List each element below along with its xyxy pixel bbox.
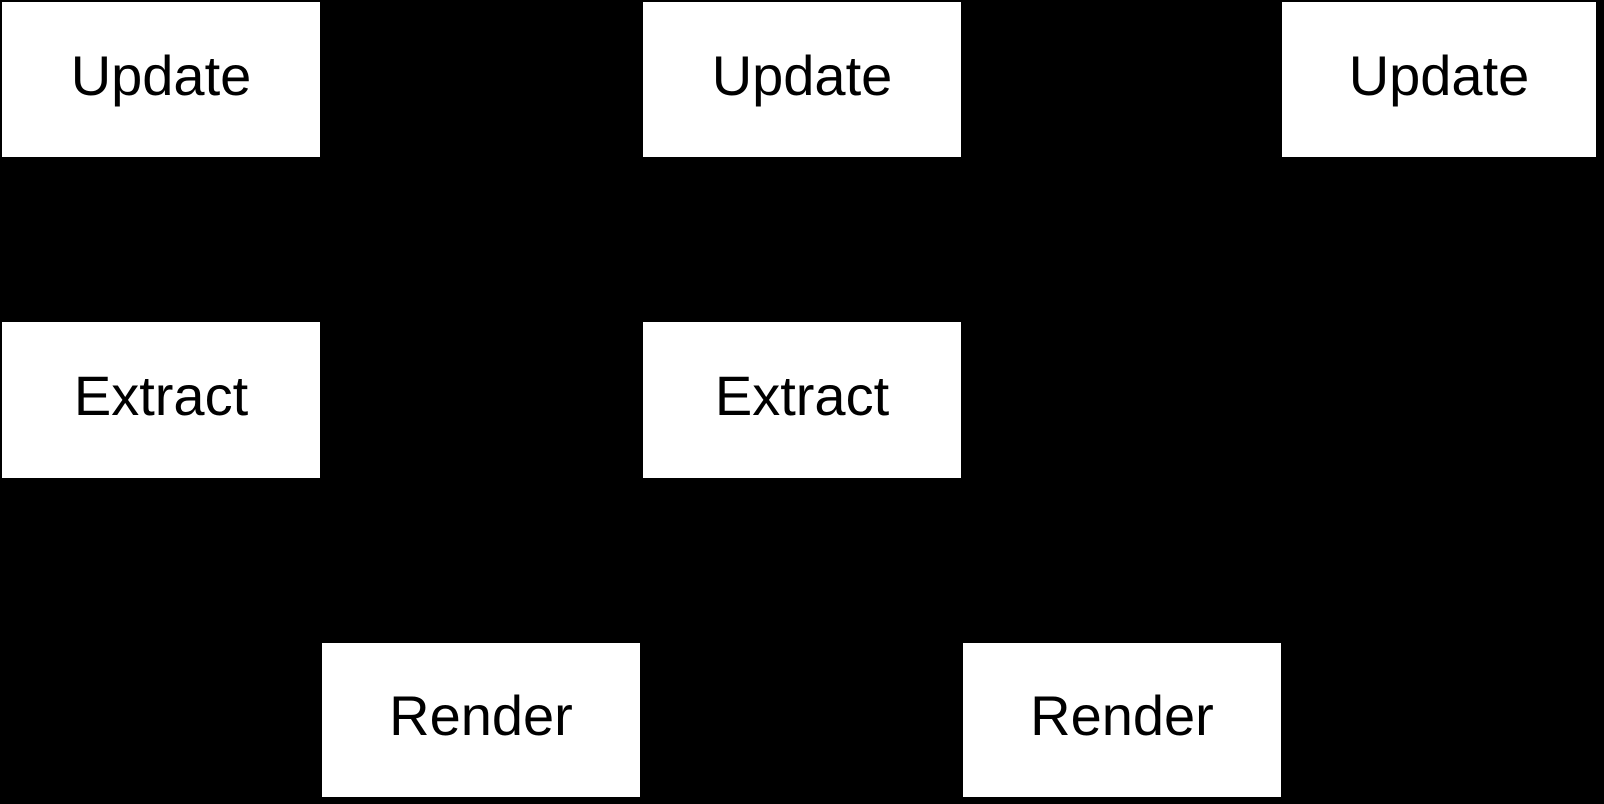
node-update-3[interactable]: Update [1282, 2, 1596, 157]
node-render-2[interactable]: Render [963, 643, 1281, 797]
node-render-1[interactable]: Render [322, 643, 640, 797]
node-extract-1[interactable]: Extract [2, 322, 320, 478]
node-render-2-label: Render [1030, 684, 1214, 747]
node-update-2[interactable]: Update [643, 2, 961, 157]
node-extract-2[interactable]: Extract [643, 322, 961, 478]
node-update-3-label: Update [1348, 43, 1530, 107]
node-extract-2-label: Extract [714, 364, 890, 427]
node-update-1[interactable]: Update [2, 2, 320, 157]
node-update-2-label: Update [711, 43, 893, 107]
node-update-1-label: Update [70, 43, 252, 107]
node-extract-1-label: Extract [73, 364, 249, 427]
node-render-1-label: Render [389, 684, 573, 747]
